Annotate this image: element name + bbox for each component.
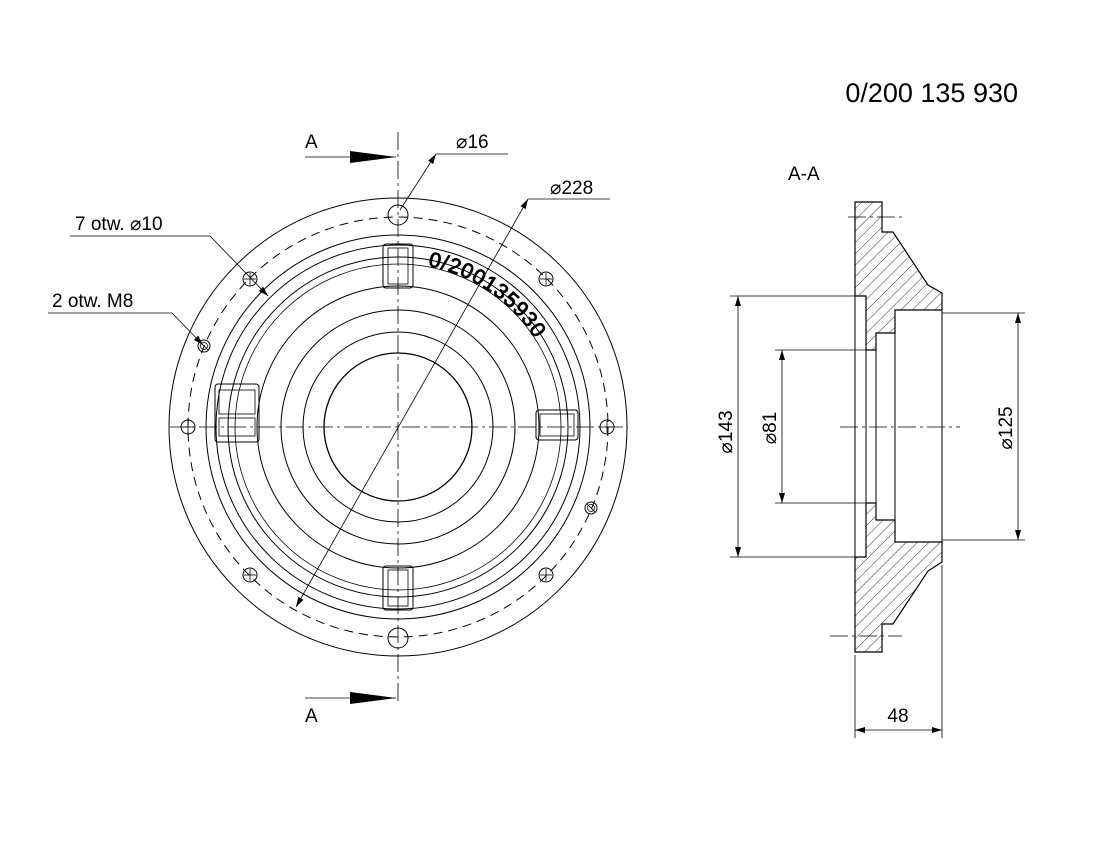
dim-125-label: ⌀125 [996, 406, 1017, 449]
engraved-part-number: 0/200135930 [427, 248, 551, 342]
through-hole [242, 271, 258, 287]
bore-125 [894, 309, 943, 543]
bore-step-81 [865, 349, 877, 504]
dia-228-label: ⌀228 [550, 178, 593, 199]
dia-16-label: ⌀16 [456, 132, 489, 153]
section-cut-bottom: A [305, 692, 396, 727]
through-holes-leader [209, 235, 269, 297]
section-cut-top: A [305, 132, 396, 163]
through-hole [538, 271, 554, 287]
dim-48-label: 48 [887, 706, 908, 727]
through-holes-label: 7 otw. ⌀10 [75, 214, 163, 235]
through-holes [180, 271, 615, 583]
drawing-number: 0/200 135 930 [845, 78, 1018, 108]
section-view: A-A ⌀143 ⌀81 ⌀125 48 [716, 164, 1025, 738]
front-view: 0/200135930 ⌀228 ⌀16 7 otw. ⌀10 2 otw. M… [48, 132, 628, 727]
section-upper-hatch [854, 201, 943, 351]
rib-pad-right [535, 409, 579, 441]
section-lower-hatch [854, 502, 943, 653]
cut-mark-top: A [305, 132, 318, 153]
through-hole [180, 419, 196, 435]
dia-16-leader [399, 153, 437, 211]
flange-outer-edge [168, 197, 628, 657]
through-hole [599, 419, 615, 435]
threaded-hole [584, 501, 598, 515]
section-label: A-A [788, 164, 820, 185]
threaded-holes-label: 2 otw. M8 [52, 291, 133, 312]
rib-pad-left [214, 383, 260, 443]
large-hole-bottom [387, 627, 409, 649]
dim-81-label: ⌀81 [760, 412, 781, 445]
dia-228-dimension-line [295, 198, 529, 608]
through-hole [242, 567, 258, 583]
dim-143-label: ⌀143 [716, 410, 737, 453]
bore-step-inner [875, 332, 896, 521]
cut-mark-bottom: A [305, 706, 318, 727]
through-hole [538, 567, 554, 583]
threaded-holes-leader [171, 312, 204, 346]
